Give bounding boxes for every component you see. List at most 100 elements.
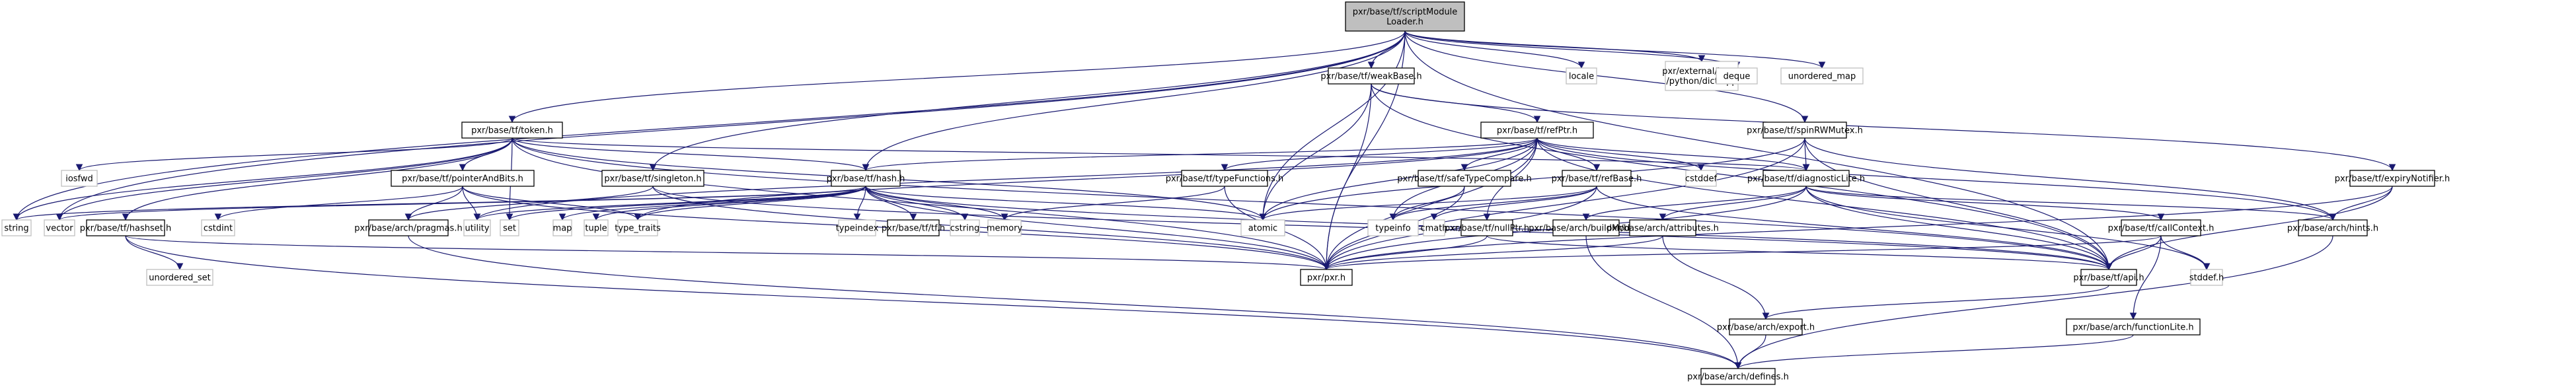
- node-label: memory: [987, 224, 1023, 234]
- node-spinRWMutex[interactable]: pxr/base/tf/spinRWMutex.h: [1747, 122, 1863, 139]
- edge-weakBase-to-pxr: [1322, 83, 1372, 271]
- node-label: locale: [1569, 72, 1594, 82]
- edge-root-to-singleton: [649, 30, 1406, 172]
- node-label: map: [553, 224, 572, 234]
- node-pragmas[interactable]: pxr/base/arch/pragmas.h: [354, 219, 463, 236]
- edge-token-to-hash: [511, 137, 870, 172]
- edge-refPtr-to-safeTypeCompare: [1460, 137, 1538, 172]
- edge-refPtr-to-refBase: [1536, 137, 1601, 172]
- node-refPtr[interactable]: pxr/base/tf/refPtr.h: [1480, 122, 1594, 139]
- edge-line: [1536, 137, 2113, 271]
- node-api[interactable]: pxr/base/tf/api.h: [2073, 269, 2144, 286]
- node-label: cstring: [950, 224, 979, 234]
- edge-line: [473, 137, 1538, 221]
- edge-weakBase-to-expiryNotifier: [1371, 83, 2396, 172]
- edge-line: [1805, 186, 2211, 271]
- node-box: [987, 219, 1022, 236]
- node-box: [1762, 122, 1847, 139]
- node-singleton[interactable]: pxr/base/tf/singleton.h: [601, 170, 704, 187]
- node-box: [1181, 170, 1268, 187]
- edge-diagnosticLite-to-attributes: [1659, 186, 1807, 221]
- edge-line: [404, 186, 654, 221]
- node-buildMode[interactable]: pxr/base/arch/buildMode.h: [1529, 219, 1644, 236]
- edge-line: [865, 186, 1008, 221]
- edge-hash-to-pxr: [865, 186, 1330, 271]
- node-cmath: cmath: [1420, 219, 1448, 236]
- edge-line: [1659, 186, 1807, 221]
- node-refBase[interactable]: pxr/base/tf/refBase.h: [1552, 170, 1642, 187]
- edge-singleton-to-pragmas: [404, 186, 654, 221]
- node-label: iosfwd: [65, 174, 93, 184]
- node-typeinfo: typeinfo: [1367, 219, 1419, 236]
- node-pxr[interactable]: pxr/pxr.h: [1300, 269, 1353, 286]
- edge-line: [56, 137, 513, 221]
- edge-line: [1430, 186, 1597, 221]
- edge-line: [1259, 137, 1805, 221]
- edge-line: [214, 186, 463, 221]
- edge-root-to-api: [1404, 30, 2113, 271]
- edge-nullPtr-to-pxr: [1322, 235, 1488, 271]
- node-box: [552, 219, 572, 236]
- edge-line: [1371, 83, 2396, 172]
- node-box: [500, 219, 519, 236]
- edge-line: [1001, 186, 1225, 221]
- edge-line: [1322, 137, 1805, 271]
- node-box: [463, 219, 491, 236]
- node-box: [1418, 170, 1511, 187]
- edge-root-to-hash: [862, 30, 1406, 172]
- node-tf[interactable]: pxr/base/tf/tf.h: [882, 219, 945, 236]
- node-hashset[interactable]: pxr/base/tf/hashset.h: [80, 219, 172, 236]
- node-label: pxr/base/tf/hashset.h: [80, 224, 172, 234]
- node-box: [1480, 122, 1594, 139]
- edge-line: [1486, 235, 2113, 271]
- edge-weakBase-to-atomic: [1259, 83, 1372, 221]
- edge-typeFunctions-to-memory: [1001, 186, 1225, 221]
- edge-diagnosticLite-to-buildMode: [1582, 186, 1807, 221]
- edge-hash-to-memory: [865, 186, 1008, 221]
- edge-line: [1805, 186, 2113, 271]
- node-atomic: atomic: [1240, 219, 1285, 236]
- node-label: typeinfo: [1375, 224, 1410, 234]
- node-hash[interactable]: pxr/base/tf/hash.h: [827, 170, 905, 187]
- node-callContext[interactable]: pxr/base/tf/callContext.h: [2108, 219, 2215, 236]
- node-token[interactable]: pxr/base/tf/token.h: [461, 122, 563, 139]
- edge-callContext-to-stddef: [2160, 235, 2211, 271]
- node-box: [1716, 67, 1758, 85]
- node-export[interactable]: pxr/base/arch/export.h: [1717, 318, 1815, 336]
- edge-spinRWMutex-to-atomic: [1259, 137, 1805, 221]
- node-box: [1, 219, 32, 236]
- edge-hash-to-tf: [865, 186, 917, 221]
- node-stddef: stddef.h: [2189, 269, 2224, 286]
- node-functionLite[interactable]: pxr/base/arch/functionLite.h: [2066, 318, 2201, 336]
- node-attributes[interactable]: pxr/base/arch/attributes.h: [1607, 219, 1719, 236]
- node-defines[interactable]: pxr/base/arch/defines.h: [1687, 368, 1789, 385]
- node-pointerAndBits[interactable]: pxr/base/tf/pointerAndBits.h: [391, 170, 535, 187]
- node-box: [391, 170, 535, 187]
- edge-line: [1734, 235, 2333, 370]
- edge-root-to-spinRWMutex: [1404, 30, 1809, 124]
- node-box: [2121, 219, 2201, 236]
- edge-line: [125, 235, 1330, 271]
- node-safeTypeCompare[interactable]: pxr/base/tf/safeTypeCompare.h: [1397, 170, 1532, 187]
- node-weakBase[interactable]: pxr/base/tf/weakBase.h: [1320, 67, 1422, 85]
- node-expiryNotifier[interactable]: pxr/base/tf/expiryNotifier.h: [2335, 170, 2450, 187]
- node-box: [584, 219, 609, 236]
- edge-pointerAndBits-to-type_traits: [462, 186, 642, 221]
- edge-line: [506, 186, 866, 221]
- node-label: vector: [46, 224, 73, 234]
- node-box: [1328, 67, 1415, 85]
- node-hints[interactable]: pxr/base/arch/hints.h: [2287, 219, 2378, 236]
- node-nullPtr[interactable]: pxr/base/tf/nullPtr.h: [1445, 219, 1529, 236]
- edge-line: [13, 30, 1406, 221]
- edge-hashset-to-pxr: [125, 235, 1330, 271]
- node-diagnosticLite[interactable]: pxr/base/tf/diagnosticLite.h: [1747, 170, 1865, 187]
- edge-hash-to-string: [13, 186, 866, 221]
- edge-line: [649, 30, 1406, 172]
- node-box: [1562, 170, 1632, 187]
- edge-line: [2105, 186, 2393, 271]
- node-locale: locale: [1566, 67, 1597, 85]
- node-typeFunctions[interactable]: pxr/base/tf/typeFunctions.h: [1166, 170, 1284, 187]
